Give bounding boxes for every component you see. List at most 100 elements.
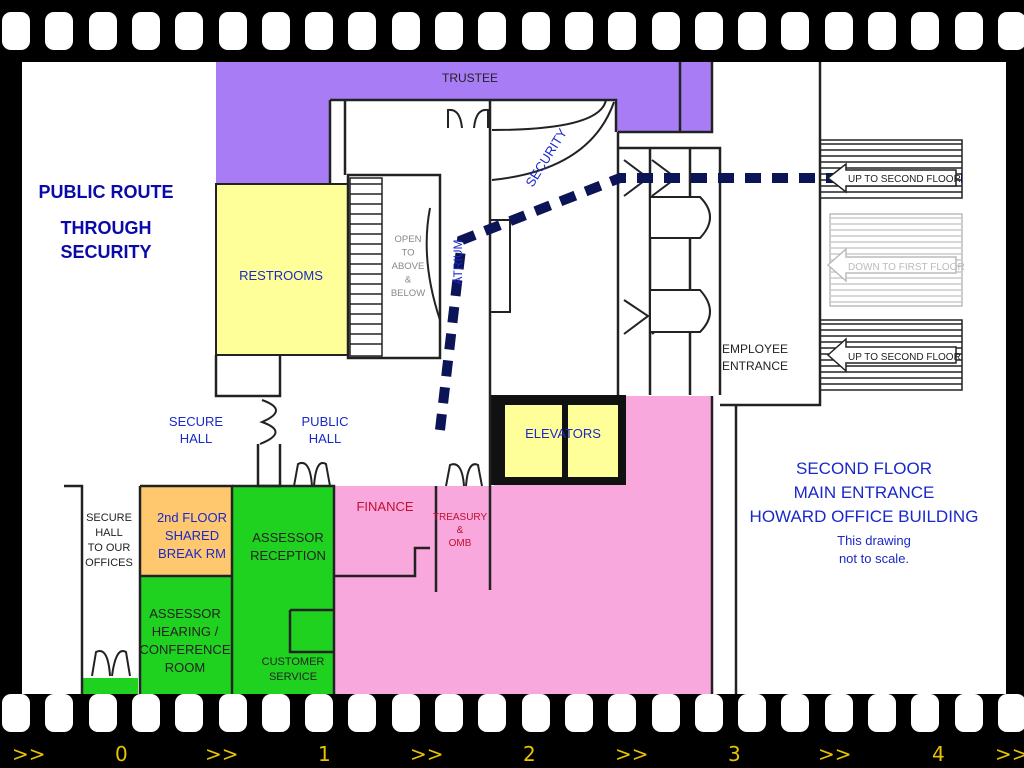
open-label-line: OPEN <box>395 234 422 245</box>
frame-label: 3 <box>728 742 741 766</box>
film-perforation <box>45 12 74 50</box>
film-perforation <box>305 12 334 50</box>
restroom-stair <box>349 177 383 357</box>
film-perforation <box>88 12 117 50</box>
frame-label: 1 <box>318 742 331 766</box>
film-perforation <box>868 12 896 50</box>
map-title-line: HOWARD OFFICE BUILDING <box>750 507 979 526</box>
frame-label: >> <box>995 742 1024 766</box>
reception-label-line: RECEPTION <box>250 548 326 563</box>
film-perforation <box>694 694 723 732</box>
film-perforation <box>348 694 377 732</box>
frame-label: 0 <box>115 742 128 766</box>
finance-label: FINANCE <box>356 499 413 514</box>
film-perforation <box>218 12 247 50</box>
restrooms-room <box>215 183 349 356</box>
stair-sign-up-bottom: UP TO SECOND FLOOR <box>826 337 961 373</box>
film-perforation <box>478 694 507 732</box>
stair-label-up-top: UP TO SECOND FLOOR <box>848 174 961 185</box>
film-perforation <box>391 12 420 50</box>
elevator-car-left <box>505 405 562 477</box>
film-perforation <box>911 12 940 50</box>
film-perforation <box>564 694 593 732</box>
secure-hall-door-mat <box>82 678 138 694</box>
frame-label: >> <box>205 742 239 766</box>
break-label-line: SHARED <box>165 528 219 543</box>
film-perforation <box>218 694 247 732</box>
frame-label: 4 <box>932 742 945 766</box>
public-hall-label-line: HALL <box>309 431 342 446</box>
film-perforation <box>954 12 983 50</box>
hearing-label-line: ASSESSOR <box>149 606 221 621</box>
restrooms-label: RESTROOMS <box>239 268 323 283</box>
film-perforation <box>2 12 30 50</box>
film-perforation <box>261 12 290 50</box>
treasury-label-line: TREASURY <box>433 512 488 523</box>
film-perforation <box>997 694 1024 732</box>
film-perforation <box>261 694 290 732</box>
film-perforation <box>911 694 940 732</box>
hearing-label-line: HEARING / <box>152 624 219 639</box>
film-perforation <box>608 12 637 50</box>
atrium-label: ATRIUM <box>451 239 465 284</box>
legend-line-3: SECURITY <box>60 242 151 262</box>
open-label-line: BELOW <box>391 288 425 299</box>
film-perforation <box>435 12 463 50</box>
frame-label: >> <box>615 742 649 766</box>
frame-label: >> <box>410 742 444 766</box>
customer-label-line: SERVICE <box>269 671 317 683</box>
frame-label: >> <box>12 742 46 766</box>
film-perforation <box>997 12 1024 50</box>
film-perforation <box>391 694 420 732</box>
film-perforation <box>738 12 767 50</box>
map-title-line: MAIN ENTRANCE <box>794 483 935 502</box>
trustee-room <box>216 62 712 184</box>
stair-sign-up-top: UP TO SECOND FLOOR <box>826 162 961 194</box>
film-perforation <box>131 12 160 50</box>
break-label-line: 2nd FLOOR <box>157 510 227 525</box>
note-block-line: not to scale. <box>839 551 909 566</box>
film-perforation <box>954 694 983 732</box>
film-perforation <box>131 694 160 732</box>
open-label-line: TO <box>401 248 414 259</box>
open-label-line: & <box>405 275 412 286</box>
film-perforation <box>175 12 204 50</box>
film-perforation <box>521 12 550 50</box>
film-perforation <box>478 12 507 50</box>
stair-label-down: DOWN TO FIRST FLOOR <box>848 262 965 273</box>
film-perforation <box>2 694 30 732</box>
film-perforation <box>305 694 334 732</box>
stair-sign-down: DOWN TO FIRST FLOOR <box>826 247 965 283</box>
public-route-path <box>435 173 962 431</box>
secure-hall-label-line: HALL <box>180 431 213 446</box>
treasury-label: TREASURY&OMB <box>433 512 488 549</box>
film-perforation <box>824 12 853 50</box>
assessor-area <box>140 486 334 694</box>
film-perforation <box>868 694 896 732</box>
note-block-line: This drawing <box>837 533 911 548</box>
treasury-label-line: & <box>457 525 464 536</box>
trustee-label: TRUSTEE <box>442 71 498 85</box>
offices-label-line: HALL <box>95 527 123 539</box>
film-perforation <box>175 694 204 732</box>
offices-label-line: TO OUR <box>88 542 131 554</box>
legend-line-2: THROUGH <box>61 218 152 238</box>
elevator-car-right <box>568 405 618 477</box>
elevators-label: ELEVATORS <box>525 426 601 441</box>
film-perforation <box>738 694 767 732</box>
film-perforation <box>45 694 74 732</box>
scale-note: This drawing not to scale. <box>837 533 911 566</box>
film-perforation <box>564 12 593 50</box>
route-legend: PUBLIC ROUTE THROUGH SECURITY <box>39 182 174 262</box>
film-perforation <box>651 12 680 50</box>
film-perforation <box>348 12 377 50</box>
